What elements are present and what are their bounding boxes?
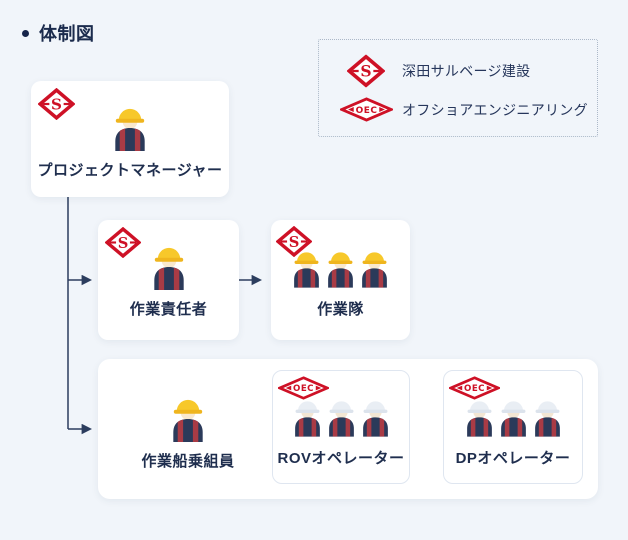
node-label: 作業船乗組員	[141, 453, 235, 470]
legend-item-oec: オフショアエンジニアリング	[338, 97, 597, 122]
org-node-vessel-crew: 作業船乗組員	[108, 359, 268, 499]
legend-company-name: オフショアエンジニアリング	[402, 101, 588, 118]
company-legend: 深田サルベージ建設 オフショアエンジニアリング	[318, 39, 598, 137]
legend-item-fukada: 深田サルベージ建設	[338, 54, 597, 88]
node-label: プロジェクトマネージャー	[37, 162, 223, 179]
legend-company-name: 深田サルベージ建設	[402, 63, 531, 79]
worker-icon	[148, 243, 190, 290]
oec-logo-icon	[278, 376, 329, 400]
fukada-salvage-logo-icon	[38, 88, 75, 120]
node-label: 作業隊	[317, 301, 364, 318]
worker-group-icon	[463, 395, 564, 439]
org-node-rov-operator: ROVオペレーター	[272, 370, 410, 484]
oec-logo-icon	[449, 376, 500, 400]
bullet-icon	[22, 29, 29, 37]
org-node-work-supervisor: 作業責任者	[98, 220, 239, 340]
org-node-vessel-group: 作業船乗組員 ROVオペレーター DPオペレーター	[98, 359, 598, 499]
org-node-work-team: 作業隊	[271, 220, 410, 340]
fukada-salvage-logo-icon	[276, 226, 312, 257]
page-title: 体制図	[39, 24, 95, 44]
worker-icon	[167, 395, 209, 442]
worker-icon	[109, 104, 151, 151]
org-node-project-manager: プロジェクトマネージャー	[31, 81, 229, 197]
worker-group-icon	[291, 395, 392, 439]
org-node-dp-operator: DPオペレーター	[443, 370, 583, 484]
node-label: DPオペレーター	[455, 450, 571, 467]
fukada-salvage-logo-icon	[105, 227, 141, 258]
node-label: ROVオペレーター	[277, 450, 405, 467]
node-label: 作業責任者	[129, 301, 208, 318]
section-title: 体制図	[22, 20, 95, 46]
